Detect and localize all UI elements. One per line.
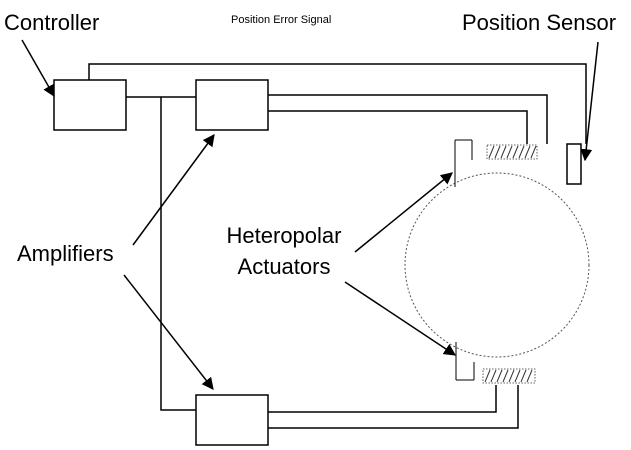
amplifier-bottom-box — [195, 394, 269, 446]
amp-bottom-wire-inner — [268, 385, 497, 413]
actuators-label-line2: Actuators — [237, 254, 331, 279]
amplifiers-label: Amplifiers — [17, 241, 114, 266]
actuators-label-line1: Heteropolar — [226, 223, 342, 248]
bottom-actuator — [455, 342, 536, 384]
controller-to-amp-bottom-line — [160, 97, 196, 411]
amp-bottom-wire-outer — [268, 385, 519, 429]
position-error-signal-line — [88, 63, 587, 144]
controller-arrow — [21, 39, 55, 98]
controller-label: Controller — [4, 10, 100, 35]
position-sensor-box — [566, 143, 582, 185]
amp-top-wire-outer — [268, 94, 548, 144]
position-sensor-arrow — [580, 41, 599, 162]
rotor-circle — [404, 172, 590, 358]
amplifier-top-box — [195, 79, 269, 131]
actuators-arrow-bottom — [344, 281, 456, 356]
position-sensor-label: Position Sensor — [462, 10, 617, 35]
top-actuator — [454, 139, 538, 187]
actuators-arrow-top — [354, 172, 453, 253]
amplifiers-arrow-bottom — [123, 274, 214, 390]
position-error-signal-label: Position Error Signal — [231, 14, 332, 26]
amplifiers-arrow-top — [132, 134, 215, 246]
amp-top-wire-inner — [268, 110, 528, 144]
controller-box — [53, 79, 127, 131]
